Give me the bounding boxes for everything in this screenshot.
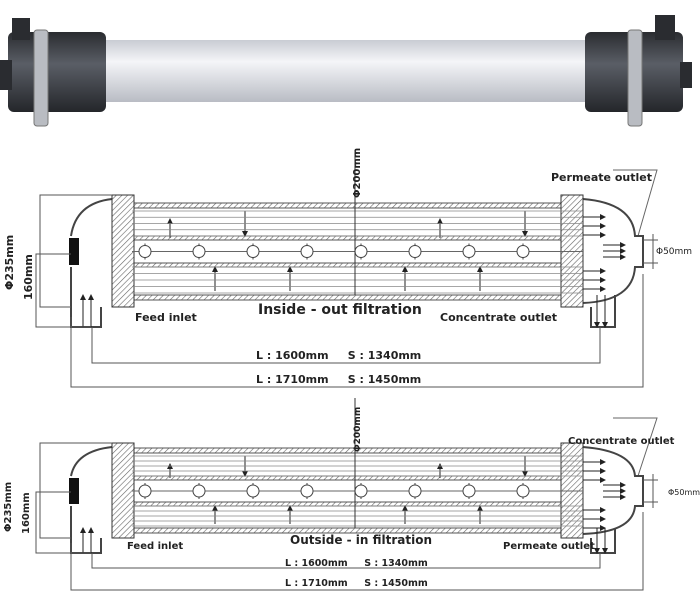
outer-diameter-label: Φ235mm	[3, 235, 16, 290]
inner-diameter-dim	[35, 491, 91, 554]
dimension-line-1710	[70, 512, 644, 591]
right-side-port	[680, 62, 692, 88]
perforation-hole	[300, 245, 314, 258]
dimension-line-1600	[91, 327, 601, 364]
diagram-title: Outside - in filtration	[290, 533, 432, 547]
perforation-hole	[462, 245, 476, 258]
center-tube-top	[133, 235, 562, 241]
perforation-hole	[246, 245, 260, 258]
left-port	[12, 18, 30, 40]
perforation-hole	[354, 245, 368, 258]
perforation-hole	[408, 245, 422, 258]
center-tube-bottom	[133, 262, 562, 268]
left-dome	[70, 446, 113, 477]
housing-top-wall	[133, 447, 562, 454]
bottom-right-label: Concentrate outlet	[440, 311, 557, 324]
center-tube-bottom	[133, 501, 562, 507]
perforation-hole	[300, 484, 314, 498]
perforation-hole	[138, 484, 152, 498]
left-side-port	[0, 60, 12, 90]
right-port	[655, 15, 675, 40]
left-clamp	[33, 29, 49, 127]
left-end-plug	[69, 478, 79, 504]
diagram-title: Inside - out filtration	[258, 302, 422, 318]
length-1600-label: L : 1600mm S : 1340mm	[285, 558, 428, 569]
perforation-hole	[192, 245, 206, 258]
inside-out-diagram: Inside - out filtration Feed inlet Perme…	[3, 148, 692, 388]
top-right-label: Permeate outlet	[551, 171, 652, 184]
housing-top-wall	[133, 202, 562, 209]
right-clamp	[627, 29, 643, 127]
top-right-label: Concentrate outlet	[568, 436, 675, 447]
length-1600-label: L : 1600mm S : 1340mm	[256, 349, 421, 362]
tube-diameter-label: Φ200mm	[353, 407, 363, 452]
feed-inlet-label: Feed inlet	[135, 311, 197, 324]
housing-bottom-wall	[133, 294, 562, 301]
inner-diameter-label: 160mm	[21, 492, 32, 534]
left-dome	[70, 198, 113, 237]
perforation-hole	[462, 484, 476, 498]
length-1710-label: L : 1710mm S : 1450mm	[256, 373, 421, 386]
perforation-hole	[138, 245, 152, 258]
top-right-leader	[613, 169, 658, 237]
inner-diameter-label: 160mm	[22, 254, 35, 300]
inner-diameter-dim	[35, 253, 91, 328]
right-dome	[582, 446, 644, 535]
perforation-hole	[192, 484, 206, 498]
perforation-hole	[246, 484, 260, 498]
dimension-line-1600	[91, 553, 601, 569]
perforation-hole	[516, 484, 530, 498]
perforation-hole	[354, 484, 368, 498]
right-dome	[582, 198, 644, 304]
dimension-line-1710	[70, 274, 644, 388]
feed-inlet-label: Feed inlet	[127, 541, 183, 552]
port-diameter-label: Φ50mm	[668, 488, 700, 497]
feed-pipe	[70, 506, 102, 554]
membrane-tube	[95, 40, 595, 102]
outer-diameter-label: Φ235mm	[3, 482, 14, 532]
end-cap	[111, 442, 135, 539]
outer-diameter-dim	[39, 442, 112, 539]
feed-pipe	[70, 267, 102, 328]
perforation-hole	[516, 245, 530, 258]
center-tube-top	[133, 475, 562, 481]
bottom-right-label: Permeate outlet	[503, 541, 595, 552]
left-end-plug	[69, 238, 79, 265]
perforation-hole	[408, 484, 422, 498]
tube-diameter-label: Φ200mm	[352, 148, 363, 198]
product-photo	[0, 15, 692, 127]
length-1710-label: L : 1710mm S : 1450mm	[285, 578, 428, 589]
end-cap	[111, 194, 135, 308]
top-right-leader	[613, 417, 658, 477]
outer-diameter-dim	[39, 194, 112, 308]
outside-in-diagram: Outside - in filtration Feed inlet Conce…	[3, 398, 700, 591]
port-diameter-label: Φ50mm	[656, 247, 692, 257]
left-end-cap	[8, 32, 106, 112]
